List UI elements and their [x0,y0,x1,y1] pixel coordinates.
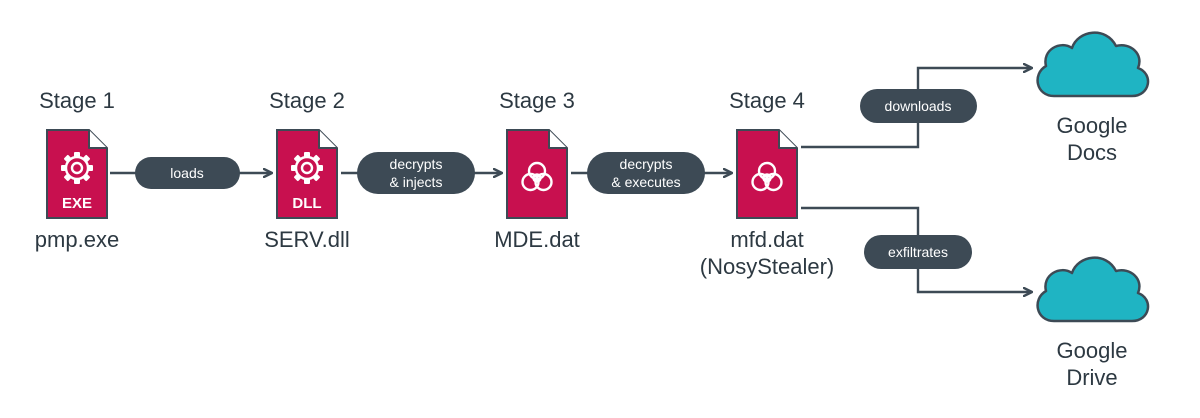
file-name: SERV.dll [264,227,350,252]
stage-4: Stage 4 mfd.dat (NosyStealer) [700,88,834,279]
target-label: Docs [1067,140,1117,165]
file-type-tag: DLL [292,195,321,212]
stage-title: Stage 2 [269,88,345,113]
stage-2: Stage 2 DLL SERV.dll [264,88,350,252]
edge-label-text: exfiltrates [888,244,948,260]
edge-label-decrypts-executes: decrypts & executes [587,152,705,194]
edge-label-text: loads [170,165,203,181]
stage-3: Stage 3 MDE.dat [494,88,580,252]
file-type-tag: EXE [62,195,92,212]
file-name: MDE.dat [494,227,580,252]
target-label: Google [1057,113,1128,138]
file-name: mfd.dat [730,227,803,252]
edge-label-decrypts-injects: decrypts & injects [357,152,475,194]
target-google-docs: Google Docs [1036,31,1150,165]
exe-file-icon: EXE [46,129,108,219]
edge-label-text: decrypts [620,156,673,172]
dll-file-icon: DLL [276,129,338,219]
edge-label-exfiltrates: exfiltrates [864,235,972,269]
target-google-drive: Google Drive [1036,256,1150,390]
edge-label-downloads: downloads [860,89,977,123]
dat-file-icon [506,129,568,219]
file-name: pmp.exe [35,227,119,252]
edge-label-text: decrypts [390,156,443,172]
edge-label-text: downloads [885,98,952,114]
target-label: Google [1057,338,1128,363]
stage-title: Stage 4 [729,88,805,113]
cloud-icon [1036,256,1150,323]
edge-label-text: & executes [611,174,680,190]
file-name-alias: (NosyStealer) [700,254,834,279]
edge-label-text: & injects [390,174,443,190]
target-label: Drive [1066,365,1117,390]
stage-title: Stage 1 [39,88,115,113]
stage-1: Stage 1 EXE pmp.exe [35,88,119,252]
stage-title: Stage 3 [499,88,575,113]
dat-file-icon [736,129,798,219]
edge-label-loads: loads [135,157,240,189]
cloud-icon [1036,31,1150,98]
